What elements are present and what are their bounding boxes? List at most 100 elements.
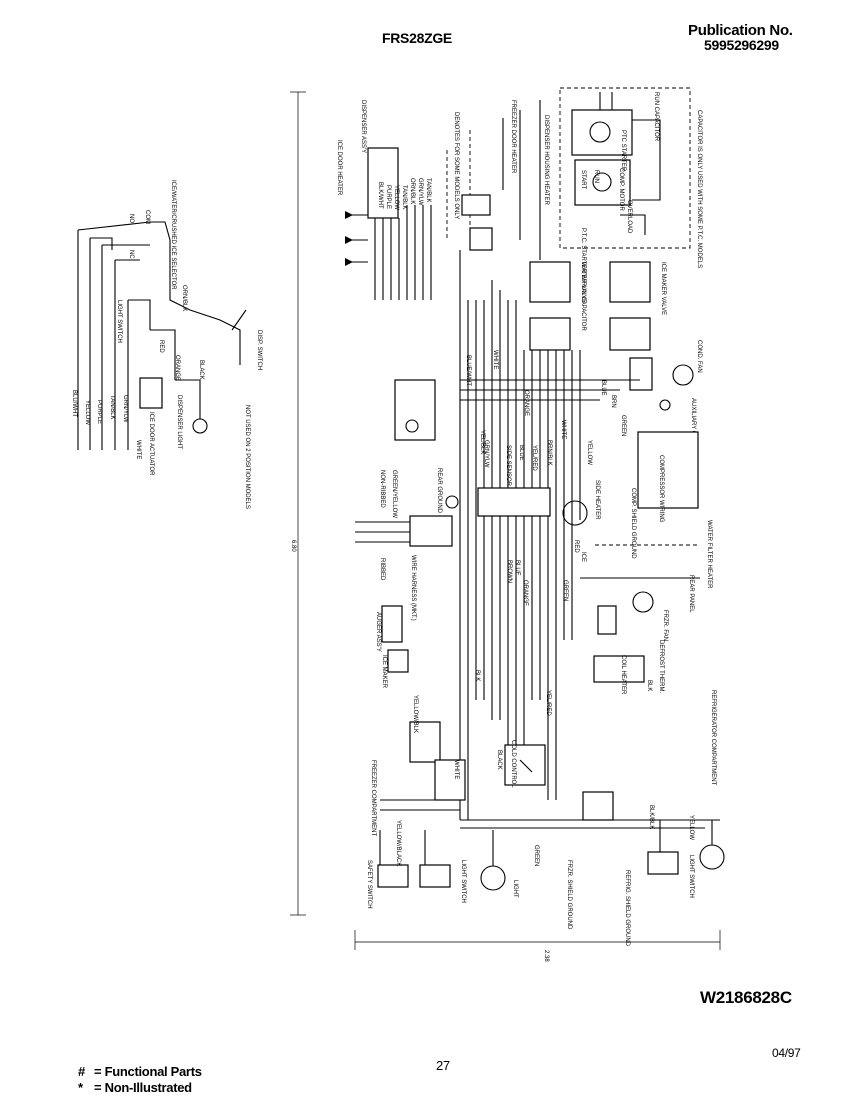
svg-text:RIBBED: RIBBED — [379, 558, 385, 581]
svg-text:GRN/YLW: GRN/YLW — [122, 395, 128, 423]
svg-text:WHITE: WHITE — [453, 760, 459, 779]
svg-text:WATER FILTER HEATER: WATER FILTER HEATER — [706, 520, 712, 589]
svg-text:YELLOW/BLK: YELLOW/BLK — [412, 695, 418, 733]
svg-text:COMPRESSOR WIRING: COMPRESSOR WIRING — [658, 455, 664, 523]
svg-text:TAN/BLK: TAN/BLK — [425, 178, 431, 203]
top-section: ICE DOOR HEATER DISPENSER ASS'Y DENOTES … — [336, 100, 549, 300]
svg-text:BLACK: BLACK — [496, 750, 502, 770]
svg-text:WATER VALVE: WATER VALVE — [580, 262, 586, 303]
legend-text: = Non-Illustrated — [94, 1080, 192, 1095]
svg-text:COLD CONTROL: COLD CONTROL — [510, 740, 516, 788]
svg-text:REFRIGERATOR COMPARTMENT: REFRIGERATOR COMPARTMENT — [710, 690, 716, 786]
svg-text:BLACK: BLACK — [198, 360, 204, 380]
svg-text:NOT USED ON 2 POSITION MODELS: NOT USED ON 2 POSITION MODELS — [244, 405, 250, 509]
svg-text:FRZR. SHIELD GROUND: FRZR. SHIELD GROUND — [566, 860, 572, 930]
svg-text:BLUE/WHT: BLUE/WHT — [465, 355, 471, 386]
svg-text:ORANGE: ORANGE — [522, 580, 528, 606]
svg-text:SAFETY SWITCH: SAFETY SWITCH — [366, 860, 372, 909]
svg-text:BLUE: BLUE — [518, 445, 524, 461]
svg-text:DISPENSER ASS'Y: DISPENSER ASS'Y — [360, 100, 366, 153]
svg-text:LIGHT: LIGHT — [512, 880, 518, 898]
svg-text:WHITE: WHITE — [135, 440, 141, 459]
svg-text:PURPLE: PURPLE — [385, 185, 391, 209]
svg-text:GREEN/YELLOW: GREEN/YELLOW — [391, 470, 397, 518]
svg-text:BLU/WHT: BLU/WHT — [71, 390, 77, 417]
svg-text:NON-RIBBED: NON-RIBBED — [379, 470, 385, 508]
svg-text:REAR GROUND: REAR GROUND — [436, 468, 442, 514]
svg-text:PURPLE: PURPLE — [96, 400, 102, 424]
svg-text:P.T.C. STARTER W/RUN CAPACITOR: P.T.C. STARTER W/RUN CAPACITOR — [580, 228, 586, 331]
svg-text:YELLOW/BLACK: YELLOW/BLACK — [395, 820, 401, 866]
svg-text:YEL/RED: YEL/RED — [545, 690, 551, 716]
svg-text:FREEZER DOOR HEATER: FREEZER DOOR HEATER — [510, 100, 516, 174]
svg-text:ICE MAKER: ICE MAKER — [381, 655, 387, 689]
svg-text:ICE: ICE — [580, 552, 586, 562]
svg-text:COMP. SHIELD GROUND: COMP. SHIELD GROUND — [630, 488, 636, 559]
legend-non-illustrated: * = Non-Illustrated — [78, 1080, 192, 1095]
svg-text:YELLOW: YELLOW — [84, 400, 90, 425]
svg-text:GRN/YLW: GRN/YLW — [417, 178, 423, 206]
svg-text:BLUE: BLUE — [600, 380, 606, 396]
bottom-section: FREEZER COMPARTMENT YELLOW/BLK COLD CONT… — [366, 670, 725, 947]
svg-text:START: START — [580, 170, 586, 189]
svg-text:FRZR. FAN: FRZR. FAN — [662, 610, 668, 641]
svg-text:GREEN: GREEN — [533, 845, 539, 866]
svg-text:COND. FAN: COND. FAN — [696, 340, 702, 373]
svg-text:BRN/BLK: BRN/BLK — [546, 440, 552, 466]
svg-text:RUN CAPACITOR: RUN CAPACITOR — [653, 92, 659, 142]
model-number: FRS28ZGE — [382, 30, 452, 46]
legend-text: = Functional Parts — [94, 1064, 202, 1079]
revision-date: 04/97 — [772, 1046, 801, 1060]
svg-text:ORN/BLK: ORN/BLK — [181, 285, 187, 311]
svg-text:DENOTES FOR SOME MODELS ONLY: DENOTES FOR SOME MODELS ONLY — [453, 112, 459, 219]
svg-text:YELLOW: YELLOW — [688, 815, 694, 840]
svg-text:COM: COM — [144, 210, 150, 224]
svg-text:OVERLOAD: OVERLOAD — [626, 200, 632, 234]
dim-height: 6.80 — [290, 540, 296, 552]
svg-text:DEFROST THERM.: DEFROST THERM. — [658, 640, 664, 693]
svg-text:LIGHT SWITCH: LIGHT SWITCH — [460, 860, 466, 903]
svg-text:DISPENSER LIGHT: DISPENSER LIGHT — [176, 395, 182, 449]
svg-text:FREEZER COMPARTMENT: FREEZER COMPARTMENT — [370, 760, 376, 836]
publication-label: Publication No. — [688, 22, 793, 39]
svg-text:RED: RED — [573, 540, 579, 553]
svg-text:DISPENSER HOUSING HEATER: DISPENSER HOUSING HEATER — [543, 115, 549, 206]
svg-text:LIGHT SWITCH: LIGHT SWITCH — [688, 855, 694, 898]
svg-text:SIDE SENSOR: SIDE SENSOR — [505, 445, 511, 487]
svg-text:WHITE: WHITE — [560, 420, 566, 439]
dimension-lines: 6.80 2.38 — [290, 91, 721, 962]
svg-text:REAR PANEL: REAR PANEL — [688, 575, 694, 613]
left-inset: BLU/WHT YELLOW PURPLE TAN/BLK GRN/YLW WH… — [71, 180, 262, 509]
svg-text:BLK/WHT: BLK/WHT — [377, 182, 383, 209]
svg-text:WHITE: WHITE — [492, 350, 498, 369]
legend-symbol: * — [78, 1080, 83, 1095]
dim-width: 2.38 — [543, 950, 549, 962]
svg-text:COMP. MOTOR: COMP. MOTOR — [618, 168, 624, 211]
svg-text:ORN/BLK: ORN/BLK — [409, 178, 415, 204]
legend-symbol: # — [78, 1064, 85, 1079]
publication-number: 5995296299 — [704, 37, 779, 53]
svg-text:TAN/BLK: TAN/BLK — [109, 395, 115, 420]
diagram-number: W2186828C — [700, 988, 792, 1007]
svg-text:REFRIG. SHIELD GROUND: REFRIG. SHIELD GROUND — [624, 870, 630, 947]
svg-text:BLK: BLK — [474, 670, 480, 681]
svg-text:ICE DOOR HEATER: ICE DOOR HEATER — [336, 140, 342, 196]
svg-text:RED: RED — [158, 340, 164, 353]
svg-text:GRN/YLW: GRN/YLW — [483, 440, 489, 468]
svg-text:GREEN: GREEN — [620, 415, 626, 436]
svg-text:ORANGE: ORANGE — [174, 355, 180, 381]
main-harness: GRN/YLW WHITE GREEN BLUE/WHT ORANGE YEL/… — [355, 250, 716, 820]
ptc-starter-box: RUN CAPACITOR PTC STARTER START RUN COMP… — [559, 87, 702, 331]
svg-text:COIL HEATER: COIL HEATER — [620, 655, 626, 695]
svg-text:BRN: BRN — [610, 395, 616, 408]
valves-and-fans: WATER VALVE ICE MAKER VALVE COND. FAN AU… — [529, 261, 702, 458]
svg-text:GREEN: GREEN — [562, 580, 568, 601]
svg-text:TAN/BLK: TAN/BLK — [401, 185, 407, 210]
svg-text:BLK/BLK: BLK/BLK — [648, 805, 654, 829]
svg-text:YEL/RED: YEL/RED — [531, 445, 537, 471]
svg-text:YEL/BLK: YEL/BLK — [479, 430, 485, 454]
svg-text:BLUE: BLUE — [514, 560, 520, 576]
svg-text:ICE/WATER/CRUSHED ICE SELECTOR: ICE/WATER/CRUSHED ICE SELECTOR — [170, 180, 176, 290]
svg-text:YELLOW: YELLOW — [586, 440, 592, 465]
